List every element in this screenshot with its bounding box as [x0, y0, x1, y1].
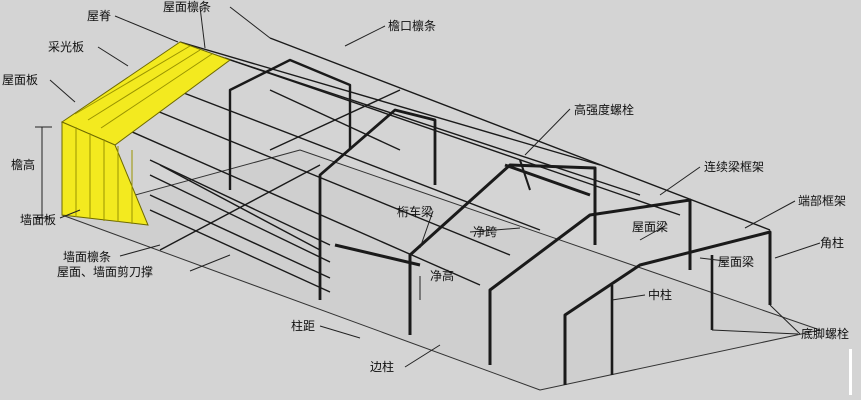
label-corner-column: 角柱 — [820, 236, 845, 250]
label-eave-height: 檐高 — [11, 158, 36, 172]
label-clear-height: 净高 — [430, 269, 455, 283]
label-roof-panel: 屋面板 — [2, 73, 39, 87]
label-roof-purlin: 屋面檩条 — [163, 0, 212, 14]
label-eave-purlin: 檐口檩条 — [388, 19, 437, 33]
label-column-spacing: 柱距 — [291, 319, 316, 333]
label-wall-panel: 墙面板 — [20, 213, 57, 227]
frame-2 — [318, 108, 437, 300]
label-crane-beam: 桁车梁 — [397, 205, 434, 219]
ridge-line — [179, 41, 601, 166]
text-cursor-bar — [849, 349, 852, 395]
label-continuous-beam-frame: 连续梁框架 — [704, 160, 765, 174]
frame-3 — [408, 163, 597, 335]
label-wall-purlin: 墙面檩条 — [63, 250, 112, 264]
rear-eave-line — [269, 37, 771, 231]
label-bracing: 屋面、墙面剪刀撑 — [57, 265, 154, 279]
label-anchor-bolt: 底脚螺栓 — [801, 327, 850, 341]
frame-4 — [488, 198, 692, 365]
wall-panel-yellow — [61, 121, 149, 226]
label-skylight-panel: 采光板 — [48, 40, 85, 54]
crane-beam — [334, 243, 421, 267]
label-high-strength-bolt: 高强度螺栓 — [574, 103, 635, 117]
label-side-column: 边柱 — [370, 360, 395, 374]
label-roof-beam-1: 屋面梁 — [632, 220, 669, 234]
roof-panel-yellow — [60, 41, 232, 146]
end-wall-cladding — [60, 41, 232, 226]
front-eave-line — [104, 119, 481, 286]
ground-plane — [61, 149, 821, 391]
label-middle-column: 中柱 — [648, 288, 673, 302]
label-roof-ridge: 屋脊 — [87, 9, 112, 23]
frame-5 — [563, 230, 772, 385]
label-roof-beam-2: 屋面梁 — [718, 255, 755, 269]
label-end-frame: 端部框架 — [798, 194, 847, 208]
label-clear-span: 净跨 — [473, 225, 498, 239]
frame-1 — [228, 58, 352, 190]
